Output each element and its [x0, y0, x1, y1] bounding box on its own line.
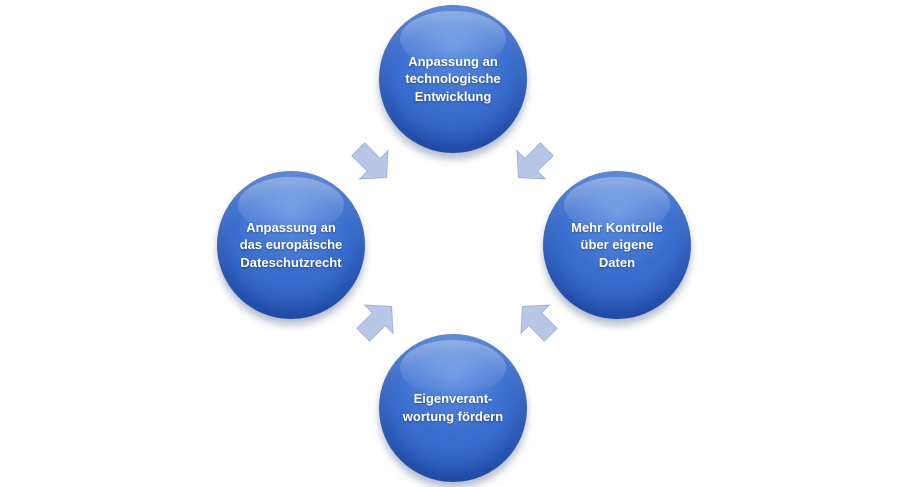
node-label-line: Daten	[598, 254, 636, 270]
node-label-line: Anpassung an	[408, 53, 498, 69]
node-label-line: Eigenverant-	[413, 391, 493, 407]
cycle-arrow-icon	[351, 142, 389, 180]
node-label-line: Dateschutzrecht	[240, 254, 342, 270]
node-label-line: Entwicklung	[414, 88, 492, 104]
node-label: Eigenverant- wortung fördern	[403, 390, 503, 425]
node-label: Anpassung an technologische Entwicklung	[405, 53, 500, 106]
node-label-line: Anpassung an	[246, 219, 336, 235]
node-label-line: wortung fördern	[402, 409, 504, 424]
node-technological-adaptation: Anpassung an technologische Entwicklung	[379, 5, 527, 153]
node-label: Anpassung an das europäische Dateschutzr…	[240, 219, 343, 272]
node-label-line: das europäische	[239, 237, 343, 253]
node-eu-data-protection: Anpassung an das europäische Dateschutzr…	[217, 171, 365, 319]
cycle-arrow-icon	[356, 304, 394, 342]
node-self-responsibility: Eigenverant- wortung fördern	[379, 334, 527, 482]
cycle-arrow-icon	[516, 142, 554, 180]
node-label-line: Mehr Kontrolle	[571, 219, 663, 235]
node-label-line: über eigene	[580, 237, 654, 253]
node-data-control: Mehr Kontrolle über eigene Daten	[543, 171, 691, 319]
node-label: Mehr Kontrolle über eigene Daten	[571, 219, 663, 272]
cycle-arrow-icon	[520, 304, 558, 342]
node-label-line: technologische	[405, 71, 501, 87]
